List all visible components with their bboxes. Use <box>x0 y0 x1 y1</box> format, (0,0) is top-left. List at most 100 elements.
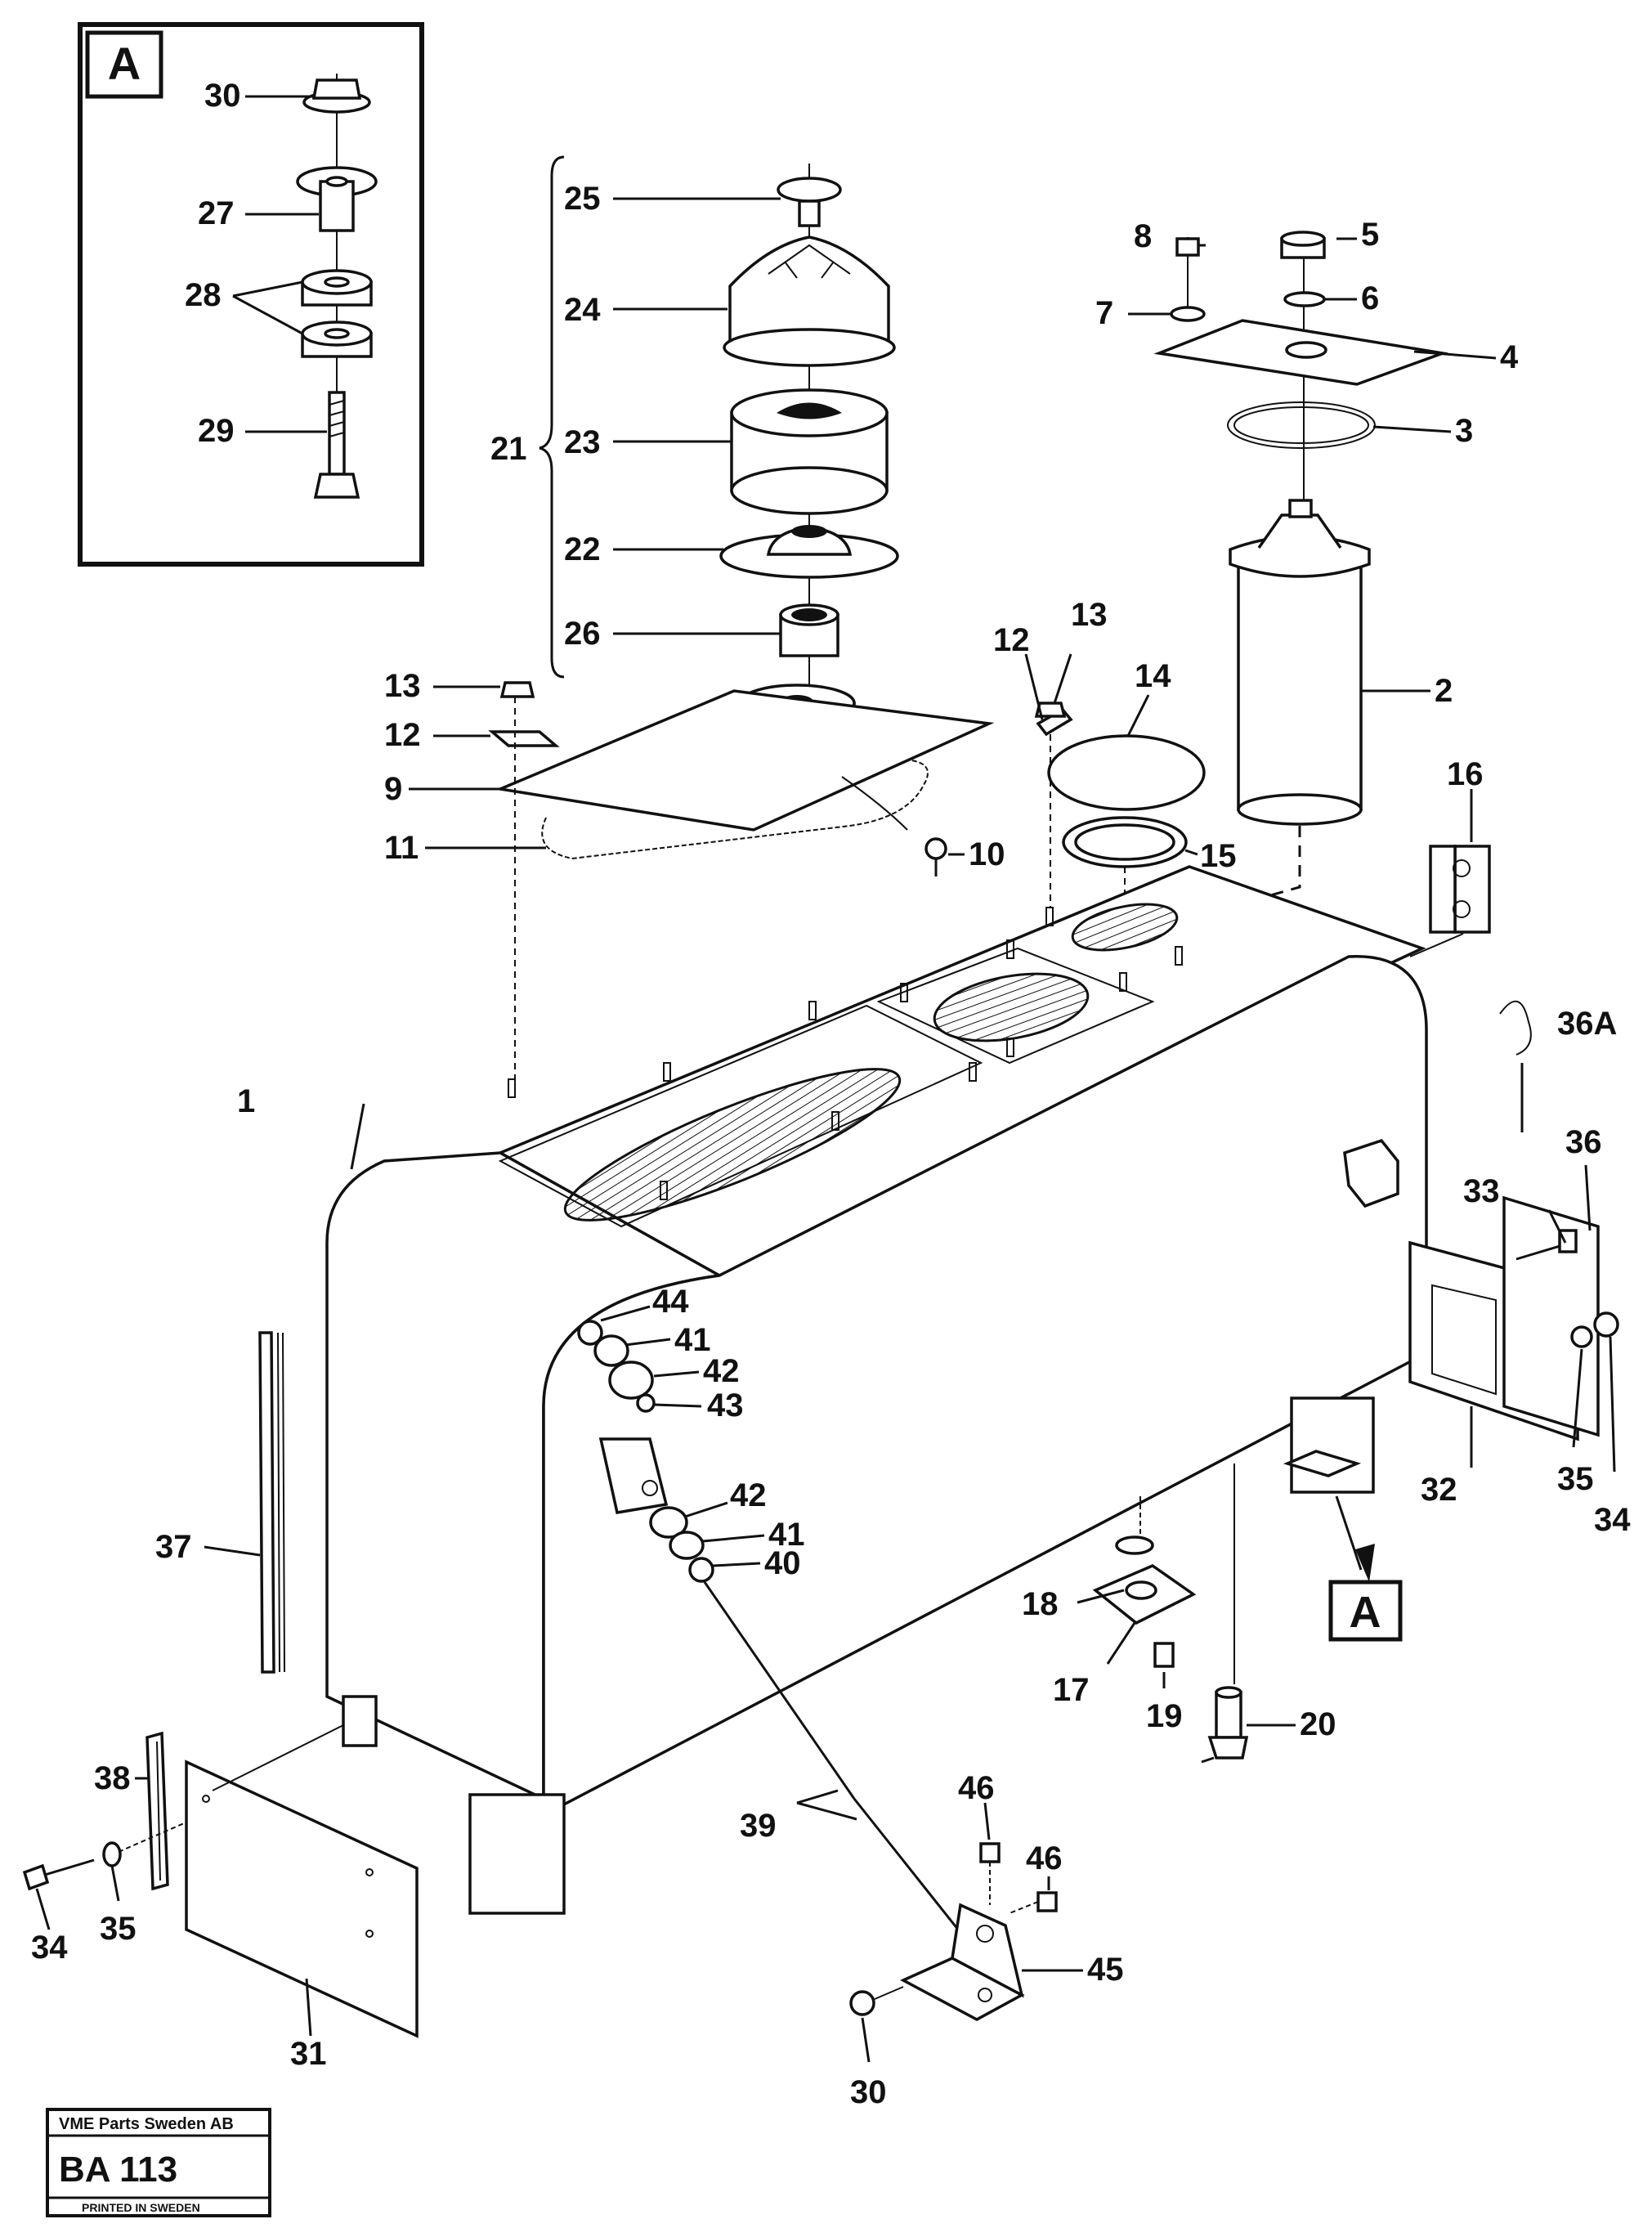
callout-41-upper: 41 <box>674 1322 711 1358</box>
callout-15: 15 <box>1200 838 1237 874</box>
printed-in: PRINTED IN SWEDEN <box>82 2201 200 2214</box>
bolt-29 <box>313 391 360 499</box>
callout-26: 26 <box>564 616 601 652</box>
oil-filter-group: 5 6 8 7 4 3 2 <box>1021 217 1519 966</box>
washer-7 <box>1170 306 1206 322</box>
end-cover-group: 38 34 35 31 <box>22 1724 419 2072</box>
strut-39: 39 <box>703 1581 966 1939</box>
callout-19: 19 <box>1146 1698 1183 1734</box>
tank-studs <box>508 907 1183 1200</box>
callout-16: 16 <box>1447 756 1484 792</box>
bush-27 <box>296 166 378 232</box>
gasket-3 <box>1227 401 1376 449</box>
nut-30-bottom <box>849 1990 875 2016</box>
bracket-mount <box>598 1437 669 1514</box>
clamp-12-left <box>488 730 560 747</box>
bush-42-upper <box>608 1361 654 1400</box>
callout-39: 39 <box>740 1808 777 1844</box>
tank-opening-large <box>563 1068 902 1222</box>
inset-letter: A <box>108 38 141 89</box>
callout-46-side: 46 <box>1026 1840 1063 1876</box>
callout-13-left: 13 <box>384 668 421 704</box>
callout-36: 36 <box>1565 1124 1602 1160</box>
tank-foot-right <box>1290 1396 1375 1494</box>
callout-6: 6 <box>1361 280 1379 316</box>
callout-30-inset: 30 <box>204 78 241 114</box>
callout-25: 25 <box>564 181 601 217</box>
callout-23: 23 <box>564 424 601 460</box>
callout-42-lower: 42 <box>730 1477 767 1513</box>
strut-mount-group: 44 41 42 43 42 41 40 <box>577 1284 805 1583</box>
callout-3: 3 <box>1455 413 1473 449</box>
bolt-46-side <box>1009 1891 1058 1914</box>
bolt-19 <box>1153 1642 1175 1668</box>
callout-36A: 36A <box>1557 1006 1617 1042</box>
breather-line <box>841 776 908 831</box>
filter-cover-24 <box>723 235 896 367</box>
callout-45: 45 <box>1087 1952 1124 1988</box>
callout-37: 37 <box>155 1529 192 1565</box>
tank-foot-left <box>468 1793 566 1915</box>
nut-30-inset <box>302 78 371 114</box>
washer-6 <box>1283 291 1326 307</box>
brace-21: 21 <box>490 155 565 679</box>
callout-31: 31 <box>290 2036 327 2072</box>
nut-13-right <box>1034 702 1067 718</box>
callout-12-left: 12 <box>384 717 421 753</box>
company-name: VME Parts Sweden AB <box>59 2115 234 2133</box>
filter-dashed-path <box>1021 826 1301 966</box>
callout-43: 43 <box>707 1387 744 1423</box>
bush-42-lower <box>649 1506 688 1539</box>
callout-20: 20 <box>1300 1706 1336 1742</box>
washer-35-left <box>102 1841 122 1867</box>
callout-46-top: 46 <box>958 1770 995 1806</box>
view-marker-a: A <box>1328 1495 1403 1642</box>
callout-41-lower: 41 <box>768 1517 805 1553</box>
view-marker-letter: A <box>1350 1588 1381 1637</box>
callout-17: 17 <box>1053 1672 1090 1708</box>
bracket-16: 16 <box>1409 756 1491 957</box>
callout-9: 9 <box>384 771 402 807</box>
callout-38: 38 <box>94 1760 131 1796</box>
callout-8: 8 <box>1134 218 1152 254</box>
tank-front-face <box>542 955 1428 1818</box>
callout-14: 14 <box>1135 658 1171 694</box>
plug-5 <box>1280 231 1326 259</box>
callout-2: 2 <box>1435 673 1453 709</box>
callout-24: 24 <box>564 292 601 328</box>
callout-27: 27 <box>198 195 235 231</box>
callout-22: 22 <box>564 531 601 567</box>
inset-detail-a: A <box>78 22 424 567</box>
side-cover-group: 36A 33 36 35 34 32 <box>1421 1000 1631 1538</box>
air-filter-assembly: 25 24 23 22 26 <box>564 164 899 766</box>
washer-28-upper <box>301 269 373 307</box>
bracket-45: 45 46 46 30 <box>849 1770 1124 2110</box>
washer-35-right <box>1570 1325 1593 1348</box>
callout-34-right: 34 <box>1594 1502 1631 1538</box>
tank-opening-filter <box>933 972 1090 1042</box>
callout-34-left: 34 <box>31 1930 68 1966</box>
hydraulic-tank-1: 1 <box>237 865 1579 1915</box>
gasket-15 <box>1062 816 1188 868</box>
callout-32: 32 <box>1421 1472 1457 1508</box>
callout-44: 44 <box>652 1284 689 1320</box>
washer-18 <box>1115 1535 1154 1555</box>
bolt-46-top <box>979 1842 1001 1905</box>
pin-33 <box>1515 1229 1578 1261</box>
callout-10: 10 <box>969 836 1005 872</box>
plate-22 <box>719 525 899 579</box>
washer-28-lower <box>301 321 373 358</box>
callout-35-right: 35 <box>1557 1461 1594 1497</box>
strip-37: 37 <box>155 1331 285 1674</box>
cover-36 <box>1502 1195 1600 1437</box>
callout-5: 5 <box>1361 217 1379 253</box>
drain-valve-20 <box>1201 1686 1249 1764</box>
nut-44 <box>577 1320 603 1346</box>
filter-element-23 <box>730 388 889 515</box>
washer-41-lower <box>669 1531 705 1560</box>
callout-28: 28 <box>185 277 222 313</box>
bolt-34-right <box>1593 1311 1619 1338</box>
tank-opening-filler <box>1071 903 1179 952</box>
callout-30-bottom: 30 <box>850 2074 887 2110</box>
